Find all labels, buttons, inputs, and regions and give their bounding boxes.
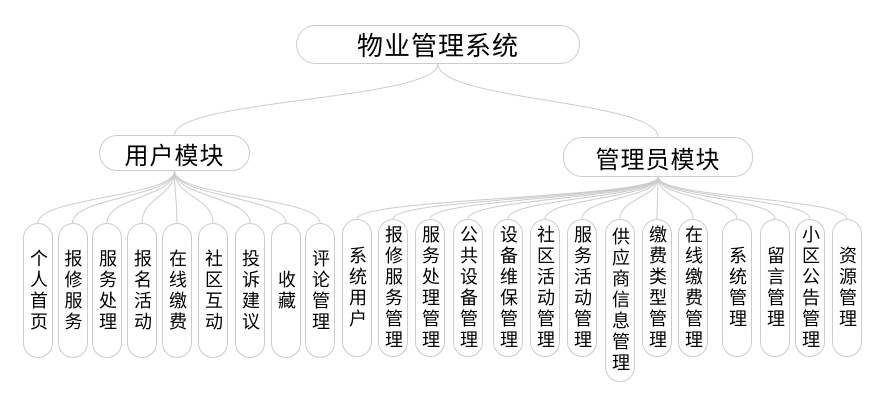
leaf-node-label: 在线缴费 [167,248,187,333]
leaf-node[interactable]: 系统管理 [722,219,752,357]
tree-edge [544,176,659,220]
tree-edge [37,170,175,224]
leaf-node-label: 报修服务管理 [383,225,403,351]
leaf-node[interactable]: 报名活动 [127,223,157,358]
tree-edge [656,176,659,220]
leaf-node-label: 社区互动 [203,248,223,333]
leaf-node[interactable]: 在线缴费管理 [678,219,708,357]
tree-edge [106,170,175,224]
leaf-node[interactable]: 留言管理 [760,219,790,357]
leaf-node-label: 供应商信息管理 [610,227,630,374]
leaf-node[interactable]: 在线缴费 [162,223,192,358]
leaf-node-label: 系统管理 [727,246,747,330]
leaf-node-label: 投诉建议 [240,248,260,333]
leaf-node-label: 小区公告管理 [800,225,820,351]
tree-edge [657,176,738,220]
leaf-node[interactable]: 缴费类型管理 [642,219,672,357]
tree-edge [581,176,659,220]
leaf-node[interactable]: 报修服务管理 [378,219,408,357]
leaf-node-label: 报名活动 [132,248,152,333]
leaf-node[interactable]: 报修服务 [57,223,88,358]
leaf-node-label: 服务活动管理 [572,225,592,351]
leaf-node-label: 设备维保管理 [498,225,518,351]
leaf-node-label: 评论管理 [310,248,330,333]
tree-edge [619,176,659,220]
tree-edge [174,63,439,136]
leaf-node-label: 社区活动管理 [535,225,555,351]
tree-edge [429,176,659,220]
leaf-node-label: 公共设备管理 [458,225,478,351]
leaf-node[interactable]: 设备维保管理 [493,219,523,357]
tree-edge [507,176,659,220]
leaf-node[interactable]: 个人首页 [23,223,53,358]
leaf-node-label: 报修服务 [62,248,83,333]
leaf-node-label: 留言管理 [765,246,785,330]
module-node-admin-label: 管理员模块 [595,146,721,174]
leaf-node-label: 收藏 [276,269,296,312]
root-node[interactable]: 物业管理系统 [296,25,580,64]
tree-edge [174,170,178,224]
tree-edge [174,170,214,224]
leaf-node[interactable]: 服务处理 [92,223,122,358]
tree-edge [437,63,659,138]
tree-edge [657,176,694,220]
leaf-node-label: 服务处理 [97,248,117,333]
module-node-user-label: 用户模块 [124,142,225,170]
tree-edge [141,170,175,224]
leaf-node-label: 服务处理管理 [420,225,440,351]
leaf-node[interactable]: 系统用户 [342,219,372,357]
tree-edge [174,170,321,224]
leaf-node[interactable]: 供应商信息管理 [605,219,635,382]
tree-edge [72,170,175,224]
leaf-node[interactable]: 投诉建议 [235,223,265,358]
tree-edge [174,170,287,224]
tree-edge [392,176,659,220]
leaf-node[interactable]: 资源管理 [832,219,862,357]
leaf-node-label: 缴费类型管理 [647,225,667,351]
module-node-user[interactable]: 用户模块 [99,135,250,171]
tree-edge [657,176,848,220]
root-node-label: 物业管理系统 [356,31,519,61]
leaf-node-label: 系统用户 [347,246,367,330]
tree-edge [467,176,659,220]
tree-edge [356,176,659,220]
leaf-node-label: 个人首页 [28,248,48,333]
leaf-node[interactable]: 服务活动管理 [567,219,597,357]
leaf-node[interactable]: 小区公告管理 [795,219,825,357]
leaf-node[interactable]: 社区互动 [198,223,228,358]
leaf-node[interactable]: 公共设备管理 [453,219,483,357]
tree-edge [174,170,251,224]
leaf-node[interactable]: 收藏 [271,223,301,358]
leaf-node-label: 在线缴费管理 [683,225,703,351]
leaf-node-label: 资源管理 [837,246,857,330]
leaf-node[interactable]: 服务处理管理 [415,219,445,357]
module-node-admin[interactable]: 管理员模块 [563,137,753,177]
leaf-node[interactable]: 社区活动管理 [530,219,560,357]
leaf-node[interactable]: 评论管理 [305,223,335,358]
